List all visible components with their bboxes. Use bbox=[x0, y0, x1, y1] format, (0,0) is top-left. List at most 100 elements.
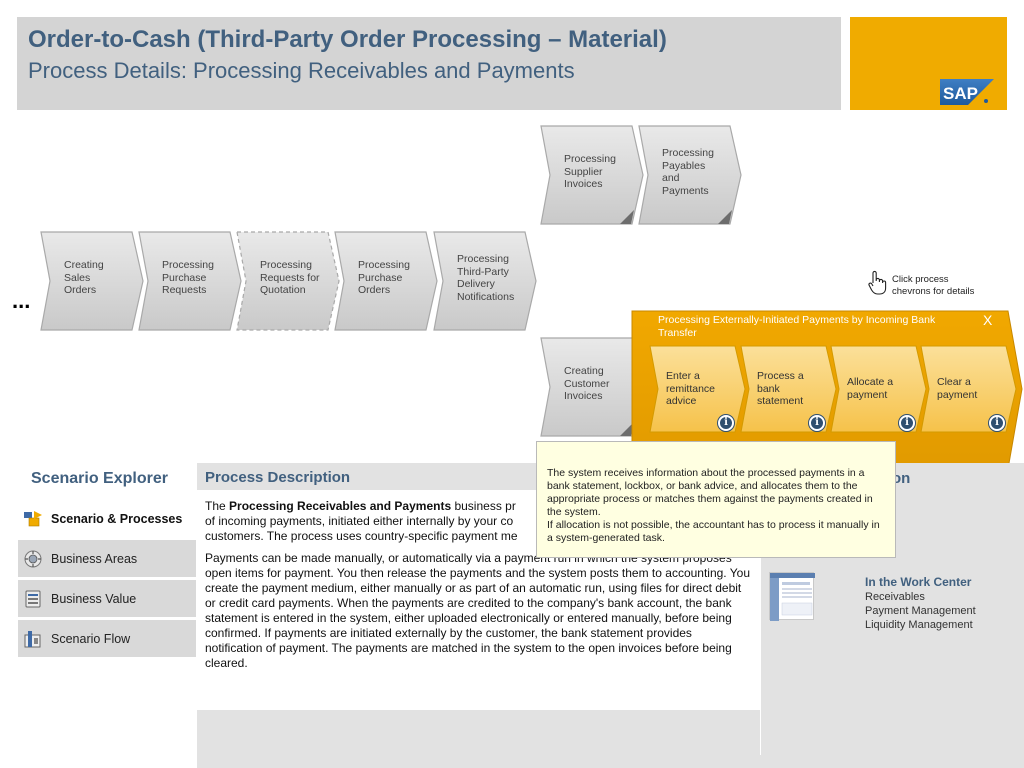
description-paragraph-2: Payments can be made manually, or automa… bbox=[205, 551, 751, 670]
step-label-line: payment bbox=[847, 388, 888, 401]
nav-item-scenario-flow[interactable]: Scenario Flow bbox=[18, 620, 196, 658]
sap-logo: SAP bbox=[940, 79, 994, 105]
description-paragraph-1: The Processing Receivables and Payments … bbox=[205, 499, 752, 544]
detail-panel-title: Processing Externally-Initiated Payments… bbox=[658, 314, 936, 339]
chevron-label-line: Creating bbox=[64, 259, 104, 272]
flow-ellipsis: ... bbox=[12, 288, 31, 313]
chevron-label-line: Processing bbox=[260, 259, 312, 272]
info-icon[interactable]: i bbox=[809, 415, 825, 431]
work-center-item[interactable]: Receivables bbox=[865, 591, 925, 603]
p1-line2: of incoming payments, initiated either i… bbox=[205, 514, 514, 528]
step-label-line: remittance bbox=[666, 382, 716, 395]
nav-item-scenario-processes[interactable]: Scenario & Processes bbox=[18, 500, 196, 538]
chevron-label-line: Requests for bbox=[260, 271, 320, 284]
business-value-icon bbox=[25, 590, 41, 608]
right-column-heading: on bbox=[892, 470, 911, 487]
chevron-label-line: Purchase bbox=[358, 271, 403, 284]
nav-item-label: Scenario & Processes bbox=[51, 512, 183, 526]
chevron-label-line: Payables bbox=[662, 159, 706, 172]
work-center-list: Receivables Payment Management Liquidity… bbox=[865, 590, 976, 632]
info-icon[interactable]: i bbox=[989, 415, 1005, 431]
chevron-label-line: Processing bbox=[358, 259, 410, 272]
step-label-line: Allocate a bbox=[847, 376, 894, 388]
chevron-label-line: Requests bbox=[162, 284, 207, 297]
info-icon[interactable]: i bbox=[899, 415, 915, 431]
chevron-label-line: Supplier bbox=[564, 165, 603, 178]
work-center-thumbnail bbox=[769, 572, 815, 621]
nav-item-label: Business Areas bbox=[51, 552, 138, 566]
scenario-flow-icon bbox=[24, 631, 41, 648]
p1-bold: Processing Receivables and Payments bbox=[229, 499, 452, 513]
chevron-label-line: Orders bbox=[64, 284, 97, 297]
step-tooltip: The system receives information about th… bbox=[536, 441, 896, 558]
chevron-label-line: Processing bbox=[162, 259, 214, 272]
chevron-label-line: Customer bbox=[564, 377, 610, 390]
work-center-item[interactable]: Payment Management bbox=[865, 605, 976, 617]
step-label-line: bank bbox=[757, 382, 780, 395]
step-label-line: Clear a bbox=[937, 376, 971, 388]
chevron-label-line: Invoices bbox=[564, 390, 603, 403]
header-bar: Order-to-Cash (Third-Party Order Process… bbox=[17, 17, 841, 110]
hint-line-2: chevrons for details bbox=[892, 286, 975, 297]
nav-item-label: Business Value bbox=[51, 592, 137, 606]
page-title: Order-to-Cash (Third-Party Order Process… bbox=[28, 26, 667, 53]
scenario-explorer-title: Scenario Explorer bbox=[31, 470, 168, 487]
column-divider bbox=[760, 463, 761, 755]
chevron-label-line: Payments bbox=[662, 184, 709, 197]
step-label-line: statement bbox=[757, 395, 804, 407]
nav-item-label: Scenario Flow bbox=[51, 632, 131, 646]
nav-item-business-value[interactable]: Business Value bbox=[18, 580, 196, 618]
process-description-heading: Process Description bbox=[205, 469, 351, 486]
chevron-label-line: Sales bbox=[64, 271, 91, 284]
chevron-label-line: Invoices bbox=[564, 178, 603, 191]
tooltip-paragraph-1: The system receives information about th… bbox=[547, 467, 873, 518]
business-areas-icon bbox=[24, 550, 42, 568]
work-center-item[interactable]: Liquidity Management bbox=[865, 619, 973, 631]
p1-prefix: The bbox=[205, 499, 230, 513]
chevron-label-line: Delivery bbox=[457, 278, 495, 290]
chevron-label-line: Orders bbox=[358, 284, 391, 297]
p1-line1-rest: business pr bbox=[451, 499, 516, 513]
step-label-line: payment bbox=[937, 388, 978, 401]
step-label-line: advice bbox=[666, 395, 697, 407]
info-icon[interactable]: i bbox=[718, 415, 734, 431]
hint-line-1: Click process bbox=[892, 274, 949, 285]
logo-wordmark: SAP bbox=[943, 84, 978, 103]
tooltip-paragraph-2: If allocation is not possible, the accou… bbox=[547, 519, 880, 544]
chevron-label-line: Creating bbox=[564, 365, 604, 378]
scenario-icon bbox=[24, 511, 42, 527]
brand-panel: SAP bbox=[850, 17, 1007, 110]
chevron-label-line: Notifications bbox=[457, 290, 515, 303]
chevron-label-line: Processing bbox=[564, 153, 616, 166]
close-button[interactable]: X bbox=[983, 312, 993, 328]
chevron-label-line: Processing bbox=[457, 253, 509, 265]
p1-line3: customers. The process uses country-spec… bbox=[205, 529, 518, 543]
nav-item-business-areas[interactable]: Business Areas bbox=[18, 540, 196, 578]
step-label-line: Enter a bbox=[666, 370, 700, 382]
hand-pointer-icon bbox=[868, 270, 887, 295]
